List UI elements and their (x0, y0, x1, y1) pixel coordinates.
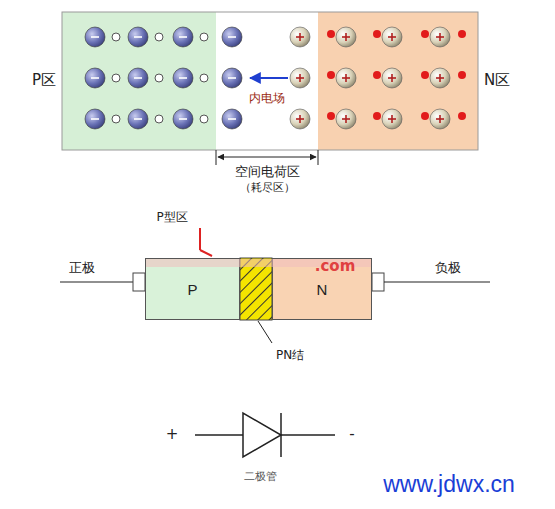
part-label: PN结 (276, 349, 304, 362)
symbol-caption: 二极管 (244, 471, 277, 483)
field-arrow (250, 77, 288, 79)
watermark: .com (315, 258, 356, 275)
polarity-sign: + (166, 426, 179, 443)
bracket-tick (216, 150, 217, 165)
terminal-label: 正极 (69, 261, 95, 275)
n-region (318, 12, 478, 150)
diode-triangle (243, 413, 281, 457)
polarity-sign: - (349, 426, 354, 443)
depletion-region (216, 12, 318, 150)
region-letter: P (187, 281, 197, 298)
junction-outline (62, 12, 478, 150)
region-label: P区 (32, 72, 56, 89)
p-type-block: P (145, 258, 240, 320)
bracket-tick (318, 150, 319, 165)
region-letter: N (317, 281, 328, 298)
lead-wire (60, 281, 133, 282)
terminal-label: 负极 (435, 261, 461, 275)
leader-line (199, 228, 201, 250)
region-label: N区 (484, 72, 510, 89)
symbol-wire (281, 434, 335, 436)
leader-line (258, 321, 272, 343)
lead-wire (384, 281, 490, 282)
field-label: 内电场 (249, 92, 285, 105)
p-region (62, 12, 216, 150)
watermark: www.jdwx.cn (383, 472, 515, 497)
leader-line (200, 250, 212, 256)
symbol-wire (195, 434, 243, 436)
width-arrow (218, 157, 316, 158)
terminal-cap (133, 273, 145, 291)
region-caption: （耗尽区） (240, 182, 295, 194)
part-label: P型区 (156, 211, 187, 224)
pn-junction (240, 258, 272, 320)
charge-particles (85, 27, 466, 129)
region-caption: 空间电荷区 (235, 165, 300, 179)
terminal-cap (372, 273, 384, 291)
